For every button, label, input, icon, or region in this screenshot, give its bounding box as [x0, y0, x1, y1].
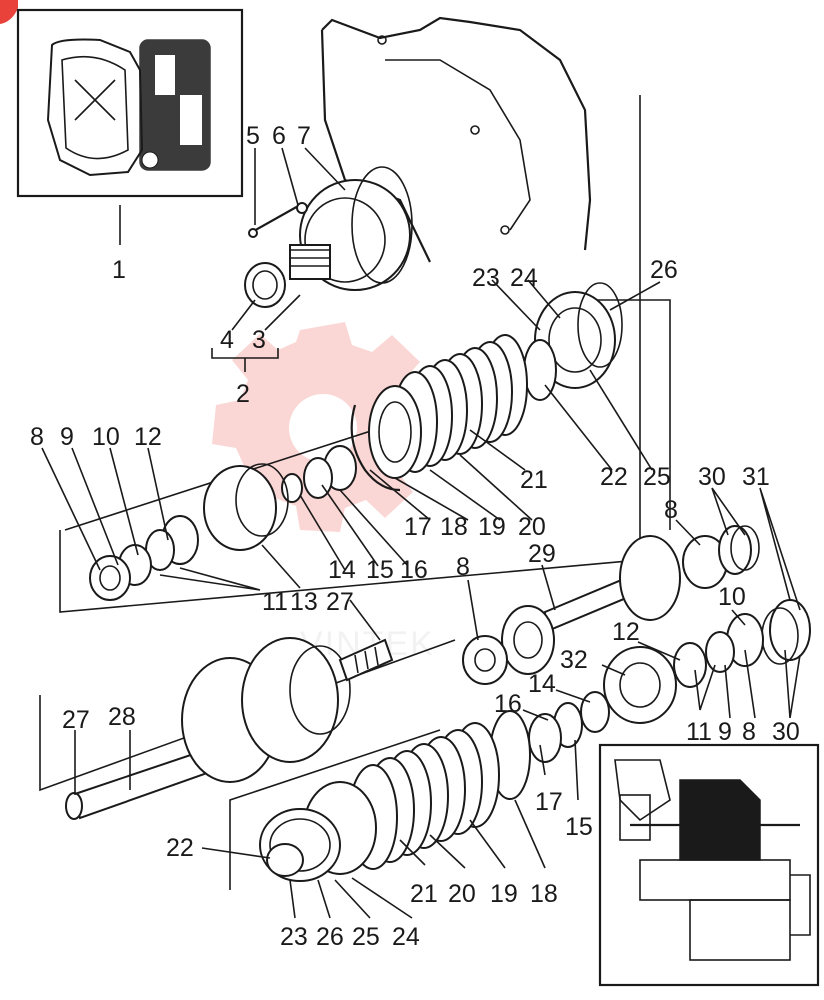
callout-11-lower: 11 [686, 718, 712, 746]
oil-pump-assembly [244, 166, 413, 308]
callout-26-lower: 26 [316, 923, 344, 951]
callout-9-upper: 9 [60, 423, 74, 451]
callout-17-upper: 17 [404, 513, 432, 541]
callout-22-upper: 22 [600, 463, 628, 491]
callout-31: 31 [742, 463, 770, 491]
callout-30-lower: 30 [772, 718, 800, 746]
callout-24-upper: 24 [510, 264, 538, 292]
callout-23-upper: 23 [472, 264, 500, 292]
callout-14-upper: 14 [328, 556, 356, 584]
callout-9-lower: 9 [718, 718, 732, 746]
callout-25-upper: 25 [643, 463, 671, 491]
callout-3: 3 [252, 326, 266, 354]
lower-clutch-discs [348, 722, 500, 870]
callout-28: 28 [108, 703, 136, 731]
callout-24-lower: 24 [392, 923, 420, 951]
callout-13: 13 [290, 588, 318, 616]
callout-16-lower: 16 [494, 690, 522, 718]
callout-19-lower: 19 [490, 880, 518, 908]
corner-marker [0, 0, 18, 24]
callout-23-lower: 23 [280, 923, 308, 951]
callout-22-lower: 22 [166, 834, 194, 862]
callout-12-upper: 12 [134, 423, 162, 451]
inset-cutaway [598, 743, 820, 987]
countershaft-assembly [462, 525, 811, 685]
callout-18-upper: 18 [440, 513, 468, 541]
callout-16-upper: 16 [400, 556, 428, 584]
callout-26-upper: 26 [650, 256, 678, 284]
callout-29: 29 [528, 540, 556, 568]
callout-11-upper: 11 [262, 588, 288, 616]
callout-6: 6 [272, 122, 286, 150]
callout-1: 1 [112, 256, 126, 284]
right-lower-gear-cluster [528, 613, 764, 763]
callout-8-lower: 8 [742, 718, 756, 746]
callout-15-upper: 15 [366, 556, 394, 584]
callout-20-upper: 20 [518, 513, 546, 541]
callout-2: 2 [236, 380, 250, 408]
inset-pump [16, 8, 244, 198]
callout-32: 32 [560, 646, 588, 674]
callout-27-lower: 27 [62, 706, 90, 734]
callout-21-lower: 21 [410, 880, 438, 908]
callout-14-lower: 14 [528, 670, 556, 698]
upper-gear-cluster [89, 463, 289, 601]
callout-20-lower: 20 [448, 880, 476, 908]
callout-labels: 1 2 3 4 5 6 7 8 9 10 12 11 13 27 14 15 1… [30, 122, 800, 951]
callout-10-upper: 10 [92, 423, 120, 451]
main-shaft-assembly [65, 637, 394, 820]
lower-clutch-pack [259, 710, 531, 882]
callout-8-right: 8 [664, 496, 678, 524]
callout-30-upper: 30 [698, 463, 726, 491]
callout-8-middle: 8 [456, 553, 470, 581]
callout-4: 4 [220, 326, 234, 354]
callout-18-lower: 18 [530, 880, 558, 908]
callout-15-lower: 15 [565, 813, 593, 841]
callout-25-lower: 25 [352, 923, 380, 951]
callout-12-lower: 12 [612, 618, 640, 646]
callout-27-upper: 27 [326, 588, 354, 616]
callout-7: 7 [297, 122, 311, 150]
callout-5: 5 [246, 122, 260, 150]
callout-17-lower: 17 [535, 788, 563, 816]
upper-clutch-pack [281, 282, 623, 503]
leader-lines [41, 147, 801, 919]
callout-10-lower: 10 [718, 583, 746, 611]
callout-19-upper: 19 [478, 513, 506, 541]
callout-21-upper: 21 [520, 466, 548, 494]
callout-8-upper: 8 [30, 423, 44, 451]
